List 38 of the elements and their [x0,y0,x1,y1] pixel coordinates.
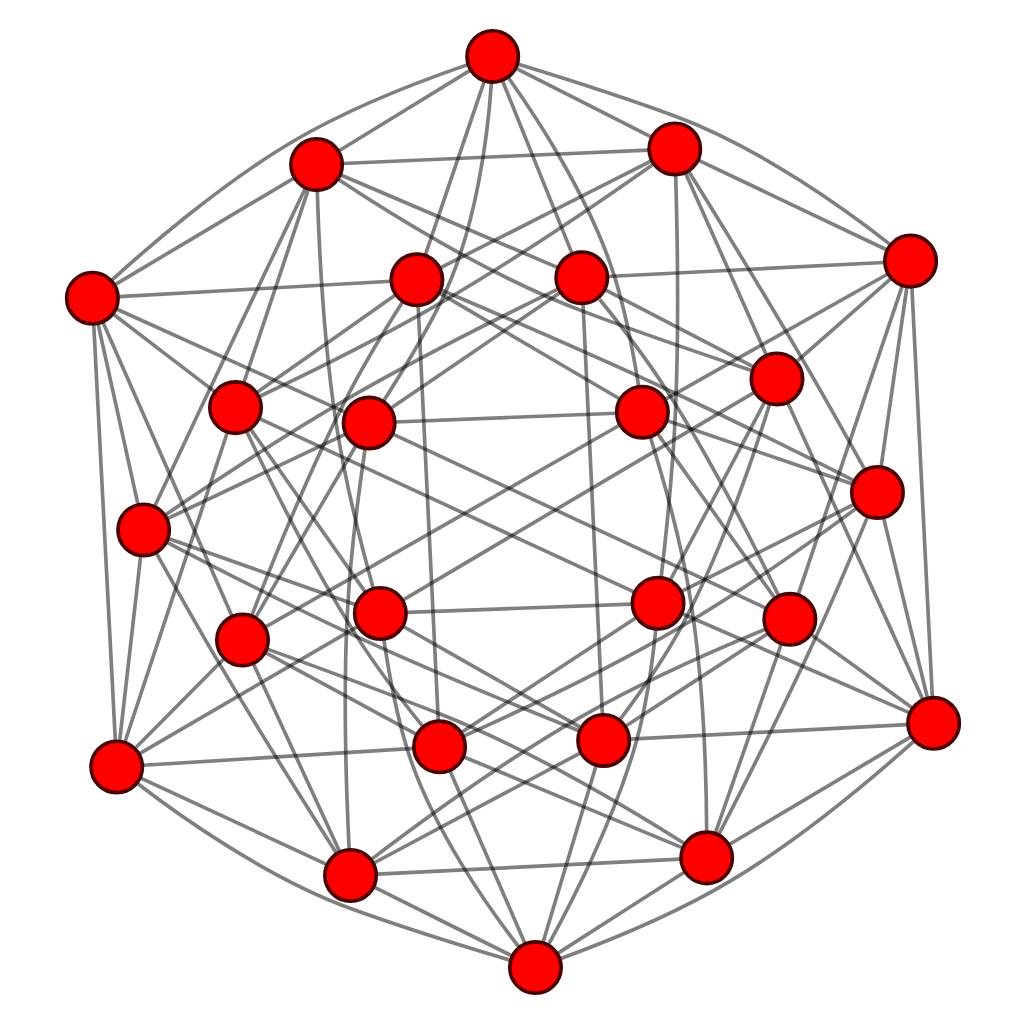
node-circle [213,612,270,668]
node-circle [553,250,609,306]
node-circle [882,233,938,289]
connector [462,506,857,738]
node-circle [678,830,734,886]
connector [506,77,640,387]
node-circle [115,502,171,558]
connector [152,188,306,507]
connector [381,639,520,949]
connector [258,162,654,398]
node-circle [63,270,119,326]
node-circle [748,351,804,407]
connector [109,63,467,282]
node-circle [207,380,263,436]
connector [545,628,657,946]
node-circle [411,719,467,775]
node-circle [351,585,407,641]
connector [686,170,866,470]
node-circle [848,465,904,521]
node-circle [761,591,817,647]
node-circle [340,395,396,451]
node-circle [88,739,144,795]
connector [785,401,924,701]
connector [716,516,869,836]
node-circle [506,940,562,996]
connector [558,739,915,961]
node-circle [646,121,702,177]
node-circle [464,28,520,84]
node-circle [322,847,378,903]
connector [100,321,233,617]
node-circle [388,252,444,308]
node-circle [613,384,669,440]
node-circle [575,712,631,768]
node-circle [905,695,961,751]
node-circle [629,575,685,631]
connector [153,551,337,855]
node-circle [288,137,344,193]
connector [243,430,423,727]
